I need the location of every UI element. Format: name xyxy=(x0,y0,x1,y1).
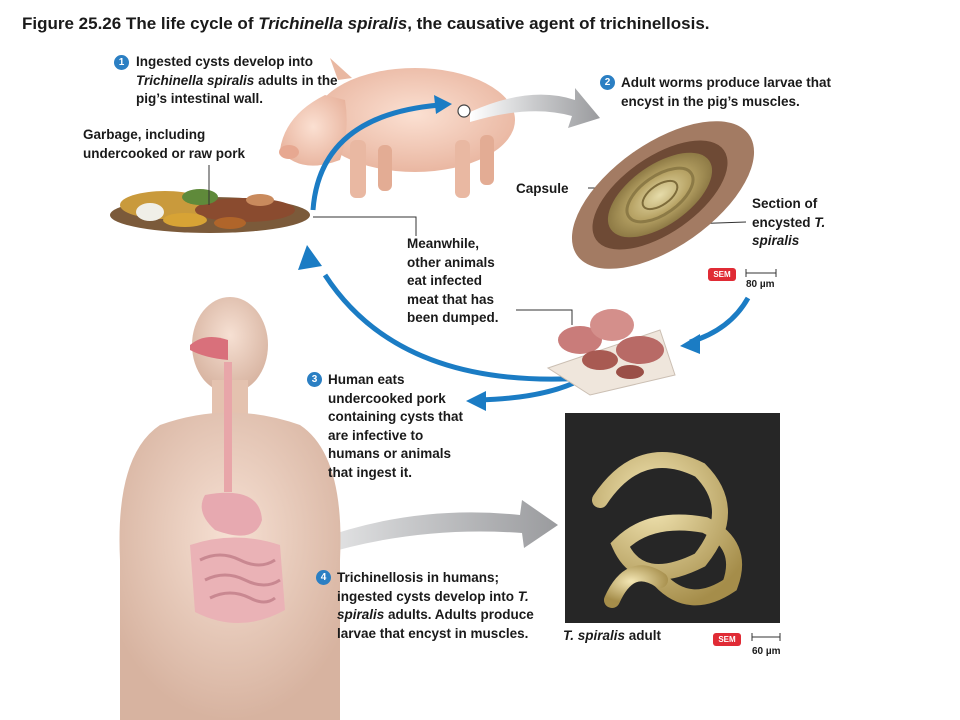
cyst-section-micrograph xyxy=(571,121,755,269)
garbage-label: Garbage, including undercooked or raw po… xyxy=(83,127,246,161)
step-1-badge: 1 xyxy=(114,55,129,70)
meanwhile-label: Meanwhile, other animals eat infected me… xyxy=(407,236,499,325)
capsule-label: Capsule xyxy=(516,181,569,196)
gray-arrow-intestine-to-adult xyxy=(250,500,558,578)
scale-bars xyxy=(745,269,781,641)
human-torso-illustration xyxy=(119,297,341,720)
garbage-pile xyxy=(110,189,310,233)
scale-label-bottom: 60 µm xyxy=(752,646,781,657)
scale-label-top: 80 µm xyxy=(746,279,775,290)
blue-arrowheads xyxy=(298,95,700,411)
adult-worm-micrograph xyxy=(565,413,780,623)
adult-worm-label: T. spiralis adult xyxy=(563,628,662,643)
sem-badge-bottom: SEM xyxy=(713,633,741,646)
figure-title: Figure 25.26 The life cycle of Trichinel… xyxy=(22,14,710,33)
step-2-text: Adult worms produce larvae that encyst i… xyxy=(621,75,832,109)
step-3-text: Human eats undercooked pork containing c… xyxy=(328,372,464,480)
step-4-badge: 4 xyxy=(316,570,331,585)
step-3-badge: 3 xyxy=(307,372,322,387)
section-label: Section of encysted T. spiralis xyxy=(752,196,826,248)
sem-badge-top: SEM xyxy=(708,268,736,281)
step-2-badge: 2 xyxy=(600,75,615,90)
pig-illustration xyxy=(279,58,525,198)
gray-arrow-pig-to-cyst xyxy=(470,88,600,128)
step-1-text: Ingested cysts develop into Trichinella … xyxy=(136,54,338,106)
step-4-text: Trichinellosis in humans; ingested cysts… xyxy=(337,570,534,641)
meat-on-board xyxy=(546,309,676,396)
